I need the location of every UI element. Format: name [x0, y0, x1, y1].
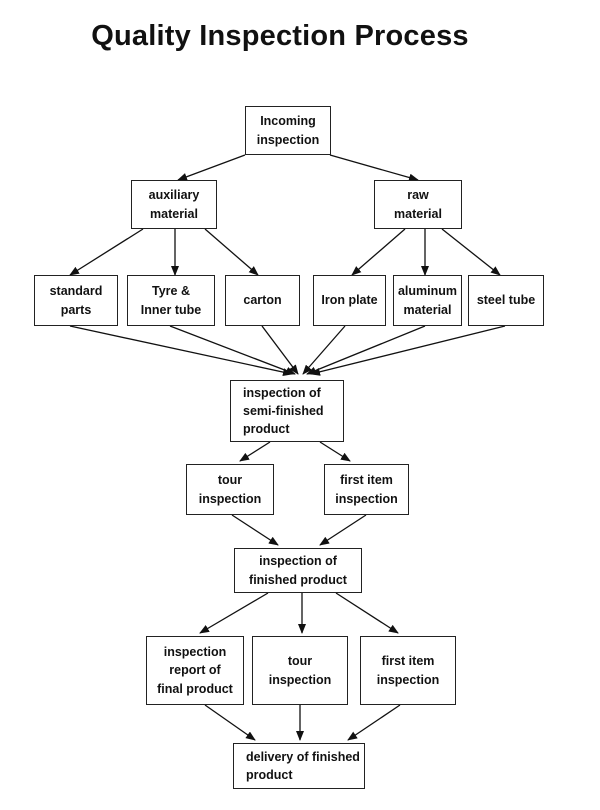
node-delivery-finished-product: delivery of finished product [233, 743, 365, 789]
arrow-steel-tube-to-semi-finished [310, 325, 506, 376]
node-first-item-inspection-2: first item inspection [360, 636, 456, 705]
arrow-finished-to-first-item-2 [335, 592, 399, 634]
arrow-finished-to-final-report [199, 592, 269, 634]
arrow-incoming-to-raw [329, 154, 419, 182]
node-standard-parts: standard parts [34, 275, 118, 326]
node-finished-inspection: inspection of finished product [234, 548, 362, 593]
arrow-carton-to-semi-finished [261, 325, 299, 375]
arrow-auxiliary-to-carton [204, 228, 259, 276]
arrow-first-item-2-to-delivery [347, 704, 401, 741]
node-tour-inspection-2: tour inspection [252, 636, 348, 705]
node-tour-inspection-1: tour inspection [186, 464, 274, 515]
node-semi-finished-inspection: inspection of semi-finished product [230, 380, 344, 442]
arrow-semi-finished-to-tour [239, 441, 271, 462]
arrow-raw-to-steel-tube [441, 228, 501, 276]
node-carton: carton [225, 275, 300, 326]
diagram-title: Quality Inspection Process [91, 20, 469, 52]
arrow-tyre-to-semi-finished [169, 325, 296, 375]
node-tyre-inner-tube: Tyre & Inner tube [127, 275, 215, 326]
arrow-incoming-to-auxiliary [177, 154, 246, 181]
node-raw-material: raw material [374, 180, 462, 229]
arrow-raw-to-iron-plate [351, 228, 406, 276]
arrow-standard-parts-to-semi-finished [69, 325, 293, 377]
arrow-first-item-to-finished [319, 514, 367, 546]
arrow-semi-finished-to-first-item [319, 441, 351, 462]
node-final-product-report: inspection report of final product [146, 636, 244, 705]
arrow-final-report-to-delivery [204, 704, 256, 741]
node-steel-tube: steel tube [468, 275, 544, 326]
node-incoming-inspection: Incoming inspection [245, 106, 331, 155]
node-auxiliary-material: auxiliary material [131, 180, 217, 229]
node-iron-plate: Iron plate [313, 275, 386, 326]
arrow-aluminum-to-semi-finished [306, 325, 426, 375]
arrow-tour-to-finished [231, 514, 279, 546]
arrow-iron-plate-to-semi-finished [302, 325, 346, 375]
arrow-auxiliary-to-standard-parts [69, 228, 144, 276]
node-aluminum-material: aluminum material [393, 275, 462, 326]
node-first-item-inspection-1: first item inspection [324, 464, 409, 515]
